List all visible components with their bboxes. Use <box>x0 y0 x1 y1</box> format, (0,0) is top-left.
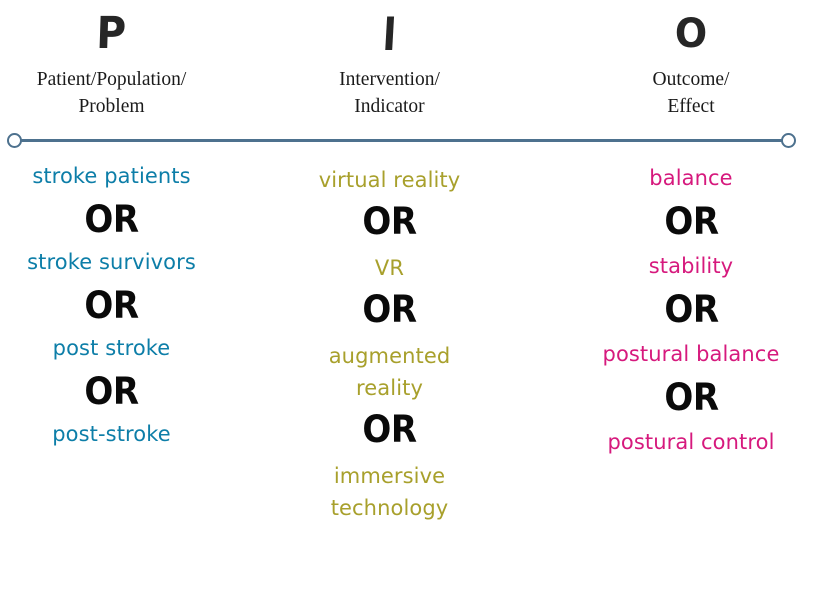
pico-caption-outcome: Outcome/ Effect <box>652 69 730 117</box>
pico-header-outcome: O Outcome/ Effect <box>556 0 826 128</box>
pico-header-row: P Patient/Population/ Problem I Interven… <box>0 0 826 128</box>
boolean-operator-or: OR <box>84 370 139 413</box>
divider-line <box>15 139 789 142</box>
pico-header-intervention: I Intervention/ Indicator <box>223 0 556 128</box>
term-column-population: stroke patients OR stroke survivors OR p… <box>0 160 223 450</box>
search-term: immersive technology <box>330 464 449 520</box>
boolean-operator-or: OR <box>663 288 719 331</box>
boolean-operator-or: OR <box>84 198 139 241</box>
search-term: postural balance <box>602 342 780 366</box>
boolean-operator-or: OR <box>362 408 417 451</box>
pico-term-columns: stroke patients OR stroke survivors OR p… <box>0 160 826 601</box>
search-term: stroke survivors <box>27 250 196 274</box>
search-term: balance <box>649 166 733 190</box>
letter-o-glyph-icon: O <box>674 11 708 57</box>
section-divider <box>0 126 826 158</box>
divider-endpoint-left-icon <box>7 133 22 148</box>
search-term: post stroke <box>52 336 171 360</box>
boolean-operator-or: OR <box>663 376 719 419</box>
divider-endpoint-right-icon <box>781 133 796 148</box>
pico-header-population: P Patient/Population/ Problem <box>0 0 223 128</box>
boolean-operator-or: OR <box>362 288 417 331</box>
boolean-operator-or: OR <box>362 200 417 243</box>
boolean-operator-or: OR <box>663 200 719 243</box>
pico-caption-intervention: Intervention/ Indicator <box>339 69 440 117</box>
letter-p-glyph-icon: P <box>95 8 128 59</box>
term-column-outcome: balance OR stability OR postural balance… <box>556 160 826 458</box>
boolean-operator-or: OR <box>84 284 139 327</box>
pico-caption-population: Patient/Population/ Problem <box>36 69 187 117</box>
search-term: virtual reality <box>318 168 461 192</box>
term-column-intervention: virtual reality OR VR OR augmented reali… <box>223 160 556 524</box>
search-term: augmented reality <box>328 344 451 400</box>
search-term: stroke patients <box>32 164 191 188</box>
search-term: VR <box>374 256 405 280</box>
search-term: stability <box>648 254 734 278</box>
search-term: postural control <box>607 430 775 454</box>
search-term: post-stroke <box>52 422 171 446</box>
letter-i-glyph-icon: I <box>381 7 398 61</box>
